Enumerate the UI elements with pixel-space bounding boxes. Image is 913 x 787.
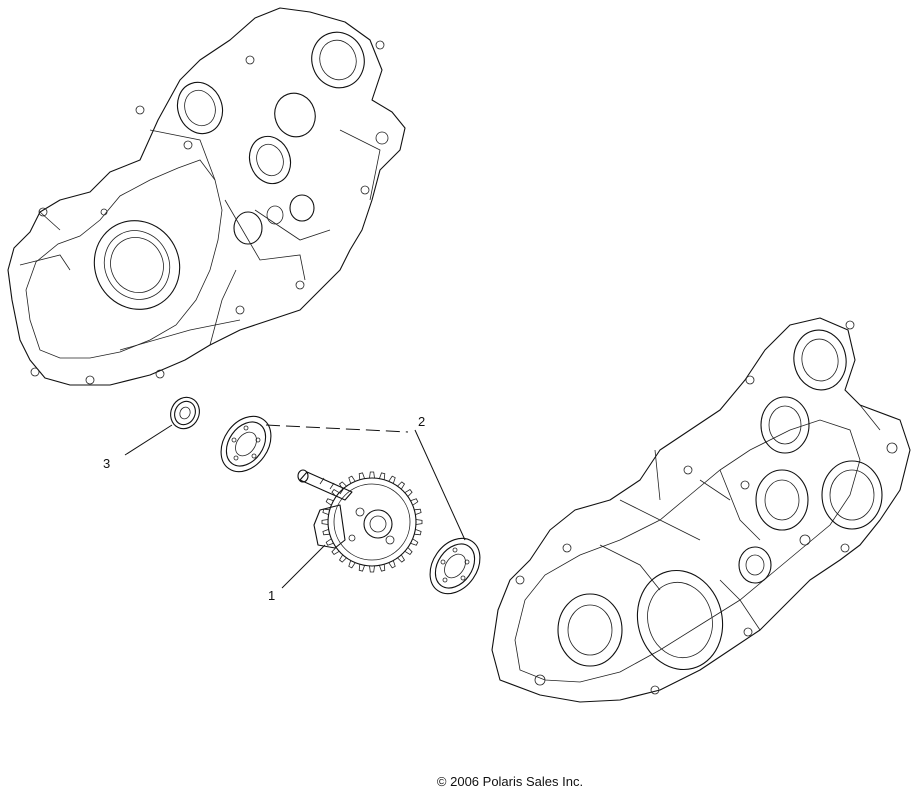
leader-2-upper xyxy=(265,424,409,433)
gear-teeth xyxy=(321,471,423,573)
gear-tooth xyxy=(325,498,334,506)
leader-1 xyxy=(281,544,326,589)
gear-tooth xyxy=(338,481,347,490)
gear-tooth xyxy=(414,529,422,536)
gear-tooth xyxy=(348,475,356,484)
leader-2-lower xyxy=(414,429,466,541)
part-1-balance-shaft-gear xyxy=(297,469,423,573)
gear-tooth xyxy=(415,519,423,525)
gear-tooth xyxy=(338,554,347,563)
gear-tooth xyxy=(379,564,386,572)
left-crankcase-half xyxy=(7,7,406,386)
copyright-notice: © 2006 Polaris Sales Inc. xyxy=(437,774,583,787)
gear-tooth xyxy=(321,519,329,525)
part-2-bearing-upper xyxy=(220,415,272,473)
gear-tooth xyxy=(379,472,386,480)
part-3-small-seal xyxy=(170,396,200,430)
gear-tooth xyxy=(397,481,406,490)
callout-3: 3 xyxy=(103,456,110,471)
gear-tooth xyxy=(410,538,419,546)
gear-tooth xyxy=(410,498,419,506)
gear-tooth xyxy=(331,488,340,497)
gear-tooth xyxy=(404,488,413,497)
gear-tooth xyxy=(369,565,375,573)
leader-3 xyxy=(124,424,173,456)
gear-tooth xyxy=(388,560,396,569)
gear-tooth xyxy=(358,564,365,572)
callout-2: 2 xyxy=(418,414,425,429)
gear-tooth xyxy=(388,475,396,484)
right-crankcase-half xyxy=(491,317,911,703)
gear-tooth xyxy=(348,560,356,569)
part-2-bearing-lower xyxy=(429,537,481,595)
gear-tooth xyxy=(397,554,406,563)
gear-tooth xyxy=(414,508,422,515)
gear-tooth xyxy=(404,547,413,556)
gear-tooth xyxy=(322,508,330,515)
gear-tooth xyxy=(369,471,375,479)
gear-tooth xyxy=(331,547,340,556)
gear-tooth xyxy=(358,472,365,480)
gear-tooth xyxy=(322,529,330,536)
callout-1: 1 xyxy=(268,588,275,603)
gear-tooth xyxy=(325,538,334,546)
